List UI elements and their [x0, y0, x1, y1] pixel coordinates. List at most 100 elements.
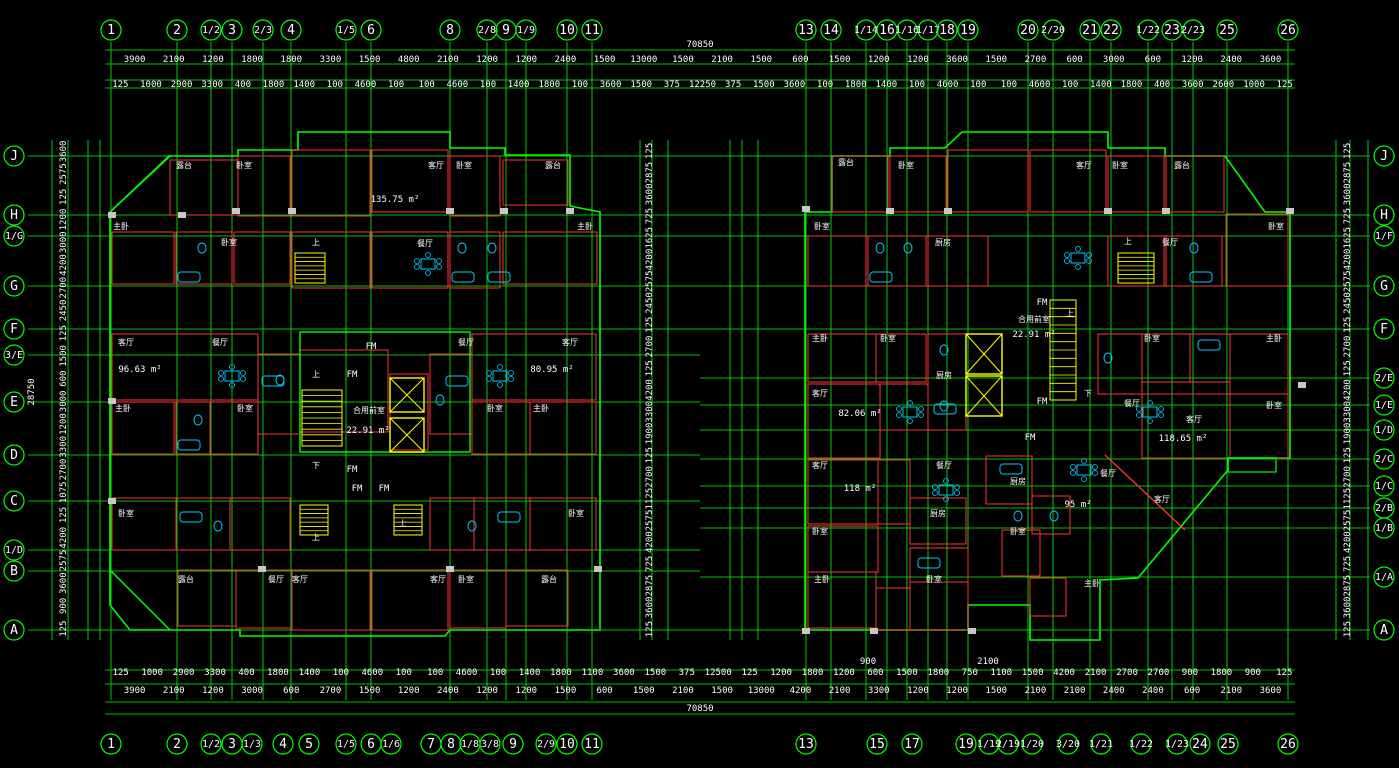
axis-bottom-right-0-label: 13 [798, 737, 814, 752]
toilet-8 [875, 242, 885, 254]
axis-bottom-right-8: 1/21 [1089, 733, 1113, 755]
dining-table-4-chair-2 [918, 406, 924, 412]
right-room-0 [831, 155, 889, 213]
dim-top-row2-14: 1800 [538, 80, 560, 90]
axis-row-right-6-ring [1373, 394, 1395, 416]
dim-right-v-5: 4200 [1343, 249, 1353, 271]
dim-bottom-row1-25: 1500 [896, 668, 918, 678]
axis-row-left-7-label: D [10, 448, 18, 463]
dining-table-5-chair-5 [1147, 418, 1153, 424]
dim-bottom-row1-1: 1000 [141, 668, 163, 678]
axis-bottom-left-17: 11 [581, 733, 603, 755]
dim-top-row2-33: 1800 [1121, 80, 1143, 90]
axis-row-left-4: F [3, 318, 25, 340]
dim-left-v-18: 2575 [59, 550, 69, 572]
toilet-3 [275, 374, 285, 386]
axis-top-left-6-label: 1/5 [337, 25, 355, 36]
left-balcony-diagonal-sw [109, 569, 171, 631]
dim-bottom-row1-12: 100 [490, 668, 506, 678]
axis-bottom-left-7-label: 1/5 [337, 739, 355, 750]
dim-right-v-13: 1900 [1343, 423, 1353, 445]
dim-top-row2-7: 100 [327, 80, 343, 90]
dining-table-6-chair-0 [932, 484, 938, 490]
axis-bottom-left-8-label: 6 [367, 737, 375, 752]
dining-table-6 [938, 484, 954, 496]
dining-table-0-chair-2 [436, 258, 442, 264]
dining-table-3-chair-2 [1086, 252, 1092, 258]
left-room-35 [505, 569, 569, 627]
dim-bottom-row1-9: 100 [396, 668, 412, 678]
dim-top-row2-36: 2600 [1213, 80, 1235, 90]
dim-top-row2-13: 1400 [508, 80, 530, 90]
axis-row-left-4-ring [3, 318, 25, 340]
room-label-33: 卧室 [1268, 221, 1284, 231]
axis-bottom-left-16-label: 10 [559, 737, 575, 752]
dim-left-v-2: 125 [59, 189, 69, 205]
dining-table-7-chair-3 [1092, 470, 1098, 476]
axis-top-right-4-label: 1/16 [895, 25, 919, 36]
dim-right-v-4: 1625 [1343, 227, 1353, 249]
stair-up-1: 上 [312, 370, 320, 379]
axis-top-left-10-label: 9 [502, 23, 510, 38]
dim-mid-v-17: 2575 [645, 510, 655, 532]
area-right-c: 118 m² [844, 484, 877, 494]
axis-row-right-9-ring [1373, 475, 1395, 497]
axis-top-right-7-label: 19 [960, 23, 976, 38]
dim-bottom-row2-17: 4200 [790, 686, 812, 696]
axis-top-left-4: 2/3 [252, 19, 274, 41]
axis-row-right-0-ring [1373, 145, 1395, 167]
axis-row-right-4-label: F [1380, 322, 1388, 337]
axis-top-right-12-ring [1137, 19, 1159, 41]
axis-row-left-6-ring [3, 391, 25, 413]
dim-bottom-row2-10: 1200 [515, 686, 537, 696]
axis-row-right-12-label: 1/A [1375, 572, 1393, 583]
dim-left-v-14: 2700 [59, 459, 69, 481]
left-elevator-1 [389, 377, 425, 413]
right-room-25 [909, 497, 967, 545]
axis-row-right-10: 2/B [1373, 497, 1395, 519]
right-room-27 [1031, 495, 1071, 535]
dim-left-v-21: 125 [59, 621, 69, 637]
axis-bottom-right-6-label: 1/20 [1020, 739, 1044, 750]
dim-bottom-mid-0: 900 [860, 657, 876, 667]
dim-bottom-row1-4: 400 [238, 668, 254, 678]
axis-bottom-right-7: 3/20 [1056, 733, 1080, 755]
dim-bottom-row2-28: 2100 [1220, 686, 1242, 696]
axis-top-right-0-ring [795, 19, 817, 41]
room-label-34: 主卧 [812, 333, 828, 343]
axis-top-right-5-ring [917, 19, 939, 41]
axis-top-right-15: 25 [1216, 19, 1238, 41]
column-8 [108, 498, 116, 504]
dim-bottom-row2-15: 1500 [711, 686, 733, 696]
axis-top-right-10-label: 21 [1082, 23, 1098, 38]
bathtub-2 [487, 271, 511, 283]
axis-row-left-7: D [3, 444, 25, 466]
fm-label-1: FM [347, 370, 358, 380]
right-stair-upper [1117, 252, 1155, 284]
axis-top-left-12-ring [556, 19, 578, 41]
dim-bottom-row2-23: 2100 [1025, 686, 1047, 696]
right-room-21 [1141, 393, 1231, 459]
room-label-37: 主卧 [1266, 333, 1282, 343]
axis-bottom-right-10-label: 1/23 [1165, 739, 1189, 750]
axis-bottom-right-1: 15 [866, 733, 888, 755]
axis-bottom-right-13-ring [1277, 733, 1299, 755]
dim-left-v-0: 3600 [59, 141, 69, 163]
dim-top-row1-26: 600 [1145, 55, 1161, 65]
dining-table-6-chair-1 [932, 490, 938, 496]
dim-top-row1-1: 2100 [163, 55, 185, 65]
axis-row-right-5-ring [1373, 367, 1395, 389]
room-label-38: 客厅 [812, 388, 828, 398]
column-0 [108, 212, 116, 218]
dining-table-7 [1076, 464, 1092, 476]
axis-row-left-3-ring [3, 275, 25, 297]
fm-label-7: FM [1025, 433, 1036, 443]
axis-bottom-left-1-ring [166, 733, 188, 755]
dim-left-v-13: 3300 [59, 436, 69, 458]
axis-top-right-7: 19 [957, 19, 979, 41]
axis-row-left-2-label: 1/G [5, 231, 23, 242]
axis-top-left-2-label: 1/2 [202, 25, 220, 36]
room-label-25: 露台 [838, 157, 854, 167]
axis-top-left-6-ring [335, 19, 357, 41]
axis-top-left-13-ring [581, 19, 603, 41]
